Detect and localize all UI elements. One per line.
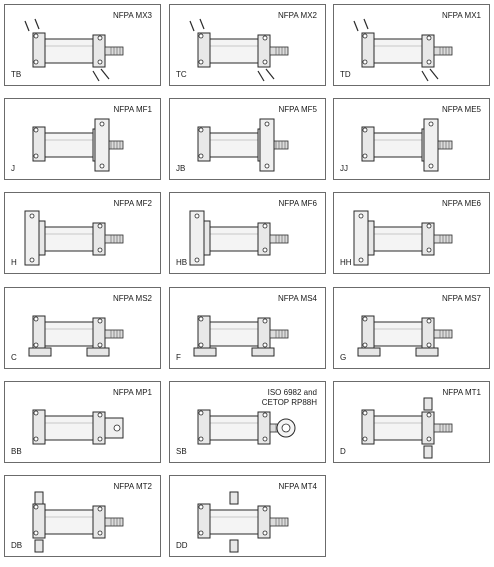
cylinder-illustration: [32, 118, 124, 172]
mount-title: NFPA MT2: [113, 482, 152, 491]
mount-title: NFPA MF5: [278, 105, 317, 114]
mount-code: DD: [176, 541, 188, 550]
cylinder-illustration: [32, 409, 124, 445]
cylinder-illustration: [197, 491, 289, 553]
cylinder-illustration: [361, 397, 453, 459]
mount-code: G: [340, 353, 347, 362]
mount-title: NFPA MT1: [442, 388, 481, 397]
mount-code: DB: [11, 541, 23, 550]
mount-code: TC: [176, 70, 187, 79]
mount-code: D: [340, 447, 346, 456]
mount-code: SB: [176, 447, 187, 456]
mount-code: HB: [176, 258, 188, 267]
mount-code: BB: [11, 447, 22, 456]
mount-title: NFPA ME5: [442, 105, 481, 114]
mount-code: F: [176, 353, 181, 362]
cylinder-illustration: [32, 491, 124, 553]
cylinder-illustration: [189, 18, 289, 82]
mount-code: C: [11, 353, 17, 362]
mount-code: JJ: [340, 164, 348, 173]
mount-title: NFPA MS2: [113, 294, 152, 303]
mount-title: NFPA MX3: [113, 11, 152, 20]
mount-title: NFPA MS7: [442, 294, 481, 303]
mount-title: NFPA MP1: [113, 388, 152, 397]
mount-code: J: [11, 164, 15, 173]
cylinder-illustration: [189, 210, 289, 266]
mount-title: NFPA MX2: [278, 11, 317, 20]
mount-code: JB: [176, 164, 186, 173]
mount-title: ISO 6982 and CETOP RP88H: [261, 388, 317, 407]
mount-title: NFPA MF6: [278, 199, 317, 208]
mount-code: HH: [340, 258, 352, 267]
cylinder-illustration: [353, 18, 453, 82]
mount-code: H: [11, 258, 17, 267]
cylinder-illustration: [197, 409, 296, 445]
mount-title: NFPA MF2: [113, 199, 152, 208]
cylinder-illustration: [24, 210, 124, 266]
mount-title: NFPA ME6: [442, 199, 481, 208]
mount-title: NFPA MX1: [442, 11, 481, 20]
mount-title: NFPA MT4: [278, 482, 317, 491]
cylinder-illustration: [24, 18, 124, 82]
mount-title: NFPA MF1: [113, 105, 152, 114]
mount-cell-sb: ISO 6982 and CETOP RP88H SB: [169, 381, 326, 463]
cylinder-illustration: [197, 118, 289, 172]
cylinder-illustration: [193, 315, 289, 357]
cylinder-illustration: [28, 315, 124, 357]
cylinder-illustration: [361, 118, 453, 172]
mount-code: TB: [11, 70, 22, 79]
cylinder-illustration: [357, 315, 453, 357]
mount-code: TD: [340, 70, 351, 79]
mount-title: NFPA MS4: [278, 294, 317, 303]
cylinder-illustration: [353, 210, 453, 266]
